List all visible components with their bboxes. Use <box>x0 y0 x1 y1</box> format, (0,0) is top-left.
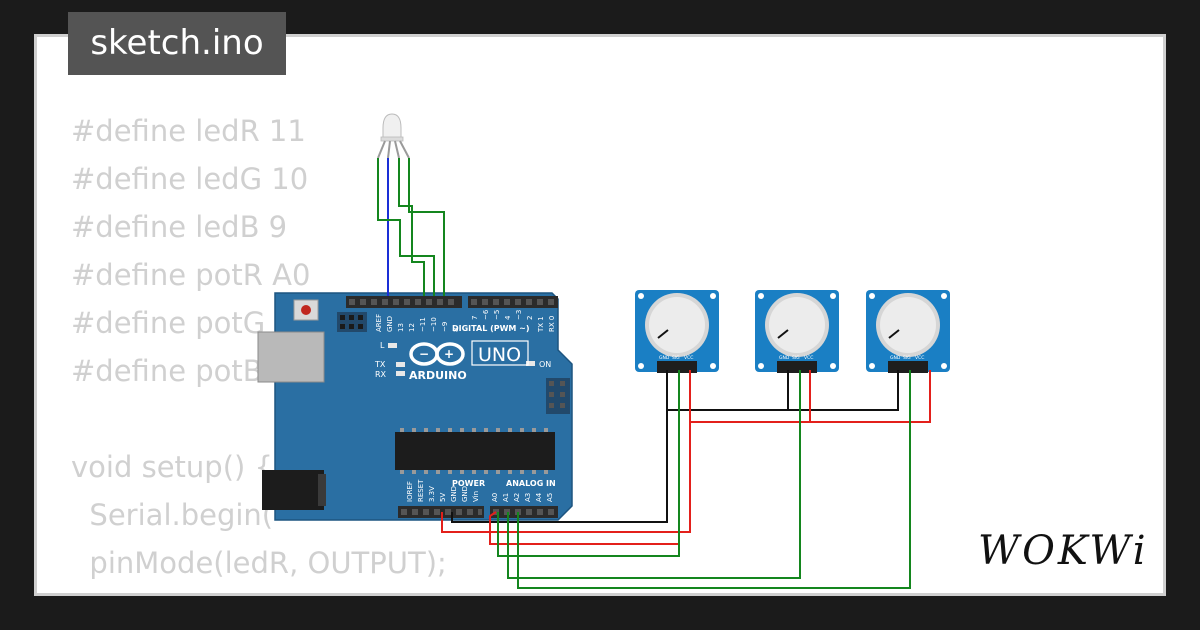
code-line: #define potG <box>71 306 266 340</box>
led-label-rx: RX <box>375 370 387 379</box>
pin-label: A2 <box>513 493 521 502</box>
wire-vcc-bus[interactable] <box>689 370 931 423</box>
digital-header-right <box>468 296 558 308</box>
wire-led-green-1[interactable] <box>377 158 435 296</box>
wire-vcc-board[interactable] <box>441 422 691 533</box>
pin-label: A3 <box>524 493 532 502</box>
code-line: #define potB <box>71 354 263 388</box>
code-line: void setup() { <box>71 450 273 484</box>
pot-pin-label: SIG <box>903 355 911 361</box>
on-label: ON <box>539 360 551 369</box>
file-tab[interactable]: sketch.ino <box>68 12 286 75</box>
pin-label: RX 0 <box>548 316 556 332</box>
pin-label: 5V <box>439 493 447 502</box>
potentiometer-3[interactable]: GND SIG VCC <box>866 290 950 373</box>
wire-gnd-board[interactable] <box>451 410 668 523</box>
pin-label: A1 <box>502 493 510 502</box>
code-line: pinMode(ledR, OUTPUT); <box>71 546 447 580</box>
wire-led-green-2[interactable] <box>398 158 425 296</box>
pin-label: 12 <box>408 323 416 332</box>
pot-pin-label: VCC <box>915 355 924 361</box>
led-label-l: L <box>380 341 385 350</box>
pin-label: 13 <box>397 323 405 332</box>
potentiometer-2[interactable]: GND SIG VCC <box>755 290 839 373</box>
pin-label: A5 <box>546 493 554 502</box>
pin-label: ~11 <box>419 317 427 332</box>
pin-label: TX 1 <box>537 316 545 333</box>
microcontroller-chip <box>395 432 555 470</box>
wire-pot3-signal[interactable] <box>517 370 911 589</box>
arduino-logo-icon <box>409 342 465 366</box>
pin-label: GND <box>450 486 458 502</box>
pot-pin-label: GND <box>659 355 670 361</box>
wire-pot2-signal[interactable] <box>507 370 801 579</box>
pot-pin-label: SIG <box>672 355 680 361</box>
code-line: #define ledB 9 <box>71 210 288 244</box>
pin-label: ~9 <box>441 322 449 332</box>
pin-label: IOREF <box>406 481 414 502</box>
pin-label: 4 <box>504 315 512 320</box>
code-line: #define ledG 10 <box>71 162 309 196</box>
wire-led-green-3[interactable] <box>408 158 445 296</box>
analog-header <box>490 506 558 518</box>
wire-gnd-bus[interactable] <box>666 370 899 411</box>
code-line: #define potR A0 <box>71 258 311 292</box>
pin-label: Vin <box>472 491 480 502</box>
power-header-label: POWER <box>452 479 485 488</box>
pot-pin-label: SIG <box>792 355 800 361</box>
usb-port <box>257 331 325 383</box>
wire-a0-link[interactable] <box>497 410 680 557</box>
analog-header-label: ANALOG IN <box>506 479 556 488</box>
code-background: #define ledR 11 #define ledG 10 #define … <box>71 107 449 593</box>
pin-label: 7 <box>471 316 479 320</box>
pin-label: ~6 <box>482 309 490 320</box>
pot-pin-label: GND <box>779 355 790 361</box>
pin-label: 2 <box>526 316 534 320</box>
pin-label: AREF <box>375 314 383 332</box>
pin-label: ~5 <box>493 310 501 320</box>
svg-text:+: + <box>444 347 454 361</box>
rgb-led[interactable] <box>377 113 410 159</box>
pin-label: ~10 <box>430 317 438 332</box>
pin-label: GND <box>386 316 394 332</box>
pin-label: A0 <box>491 493 499 502</box>
pot-pin-label: GND <box>890 355 901 361</box>
digital-header-label: DIGITAL (PWM ~) <box>452 324 530 333</box>
potentiometer-1[interactable]: GND SIG VCC <box>635 290 719 373</box>
led-label-tx: TX <box>374 360 386 369</box>
pot-pin-label: VCC <box>684 355 693 361</box>
preview-card: #define ledR 11 #define ledG 10 #define … <box>34 34 1166 596</box>
pot-pin-label: VCC <box>804 355 813 361</box>
power-jack <box>262 470 324 510</box>
pin-label: A4 <box>535 492 543 502</box>
code-line: #define ledR 11 <box>71 114 306 148</box>
pin-label: 3.3V <box>428 486 436 502</box>
arduino-uno-board[interactable]: AREF GND 13 12 ~11 ~10 ~9 8 7 ~6 ~5 4 ~3… <box>257 292 573 521</box>
board-model: UNO <box>478 344 521 366</box>
pin-label: RESET <box>417 479 425 502</box>
pin-label: ~3 <box>515 310 523 320</box>
svg-text:−: − <box>419 347 429 361</box>
pin-label: GND <box>461 486 469 502</box>
code-line: Serial.begin( <box>71 498 274 532</box>
board-brand: ARDUINO <box>409 369 467 382</box>
wokwi-logo: WOKWi <box>978 528 1149 574</box>
pin-label: 8 <box>452 328 460 332</box>
